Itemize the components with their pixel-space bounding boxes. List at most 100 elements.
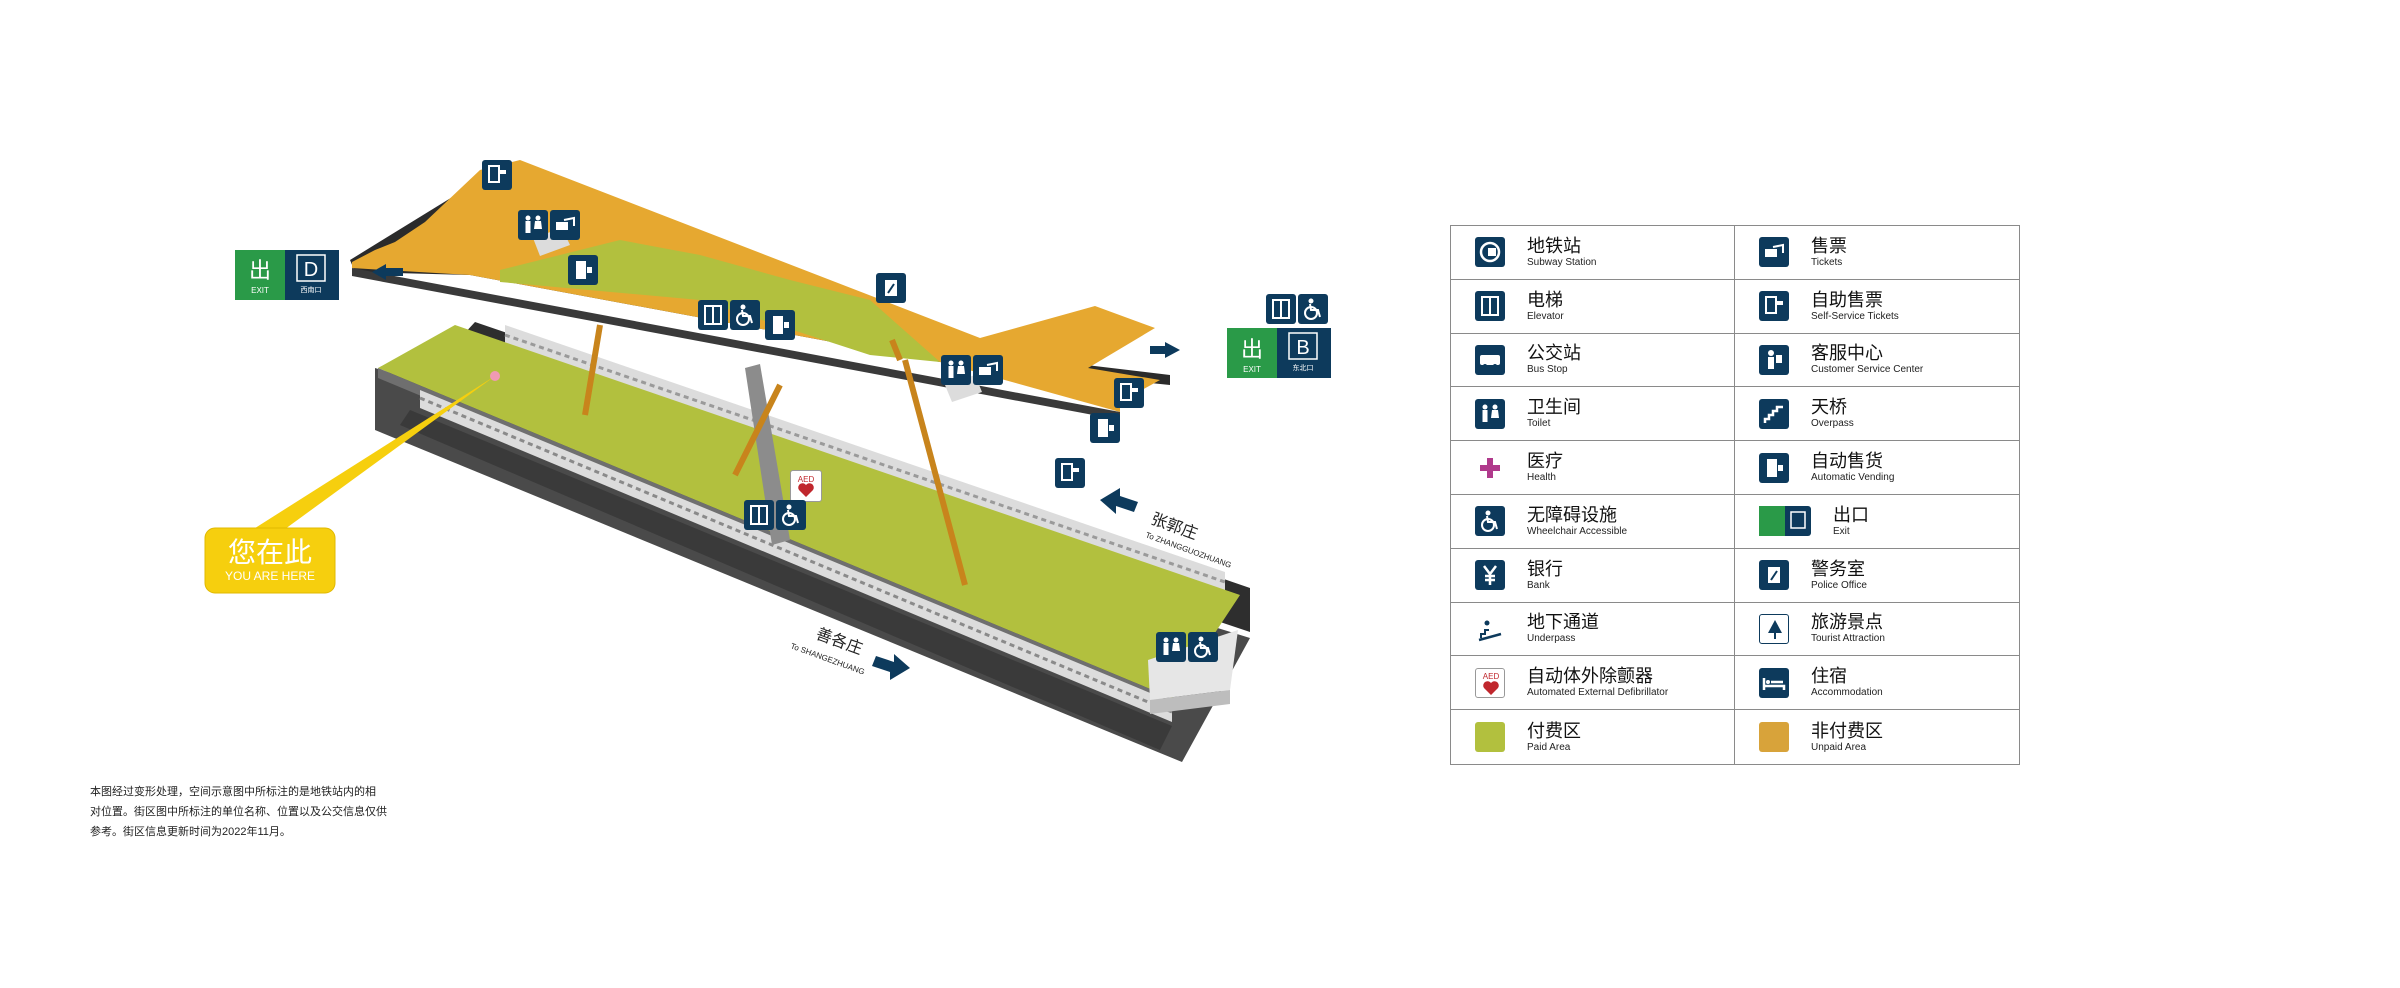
police-icon	[876, 273, 906, 303]
east-arrow	[1150, 342, 1180, 358]
unpaid-area-swatch	[1759, 722, 1789, 753]
legend-label-en: Paid Area	[1527, 741, 1571, 753]
legend-label-zh: 卫生间	[1527, 397, 1581, 418]
exit-b-en: EXIT	[1243, 365, 1261, 374]
tickets-icon	[550, 210, 580, 240]
legend-label-en: Unpaid Area	[1811, 741, 1867, 753]
track-bed-lower	[400, 410, 1172, 750]
legend-label-en: Police Office	[1811, 579, 1867, 591]
legend-label-zh: 银行	[1527, 558, 1563, 579]
legend-label-en: Elevator	[1527, 310, 1564, 322]
vending-icon-3	[1090, 413, 1120, 443]
legend-label-en: Tickets	[1811, 256, 1843, 268]
you-are-here-marker	[490, 371, 500, 381]
legend-label-zh: 旅游景点	[1811, 612, 1883, 633]
wheelchair-icon-4	[1188, 632, 1218, 662]
north-direction-arrow	[1100, 488, 1138, 514]
tickets-icon	[1759, 237, 1789, 268]
exit-b-sub-zh: 东北口	[1293, 363, 1314, 372]
exit-d-zh: 出	[249, 258, 271, 283]
legend-label-zh: 售票	[1811, 235, 1847, 256]
exit-icon	[1759, 506, 1811, 537]
exit-d-sign: 出 EXIT D 西南口	[235, 250, 339, 300]
legend-label-en: Automatic Vending	[1811, 472, 1895, 484]
legend-label-zh: 医疗	[1527, 451, 1563, 472]
legend-label-zh: 自动售货	[1811, 451, 1883, 472]
you-are-here-bubble	[204, 527, 336, 594]
legend-label-en: Overpass	[1811, 418, 1854, 430]
legend-label-zh: 付费区	[1527, 720, 1581, 741]
legend-label-en: Bus Stop	[1527, 364, 1568, 376]
aed-icon: AED	[790, 470, 822, 502]
train-upper	[504, 325, 1226, 592]
west-arrow	[372, 264, 403, 280]
elevator-icon	[1475, 291, 1505, 322]
legend-label-zh: 自动体外除颤器	[1527, 666, 1653, 687]
bank-icon	[1475, 560, 1505, 591]
legend-label-zh: 地铁站	[1527, 235, 1581, 256]
exit-b-zh: 出	[1241, 337, 1263, 362]
wheelchair-icon	[1475, 506, 1505, 537]
legend-label-en: Accommodation	[1811, 687, 1883, 699]
elevator-icon-2	[1266, 294, 1296, 324]
footnote-line: 本图经过变形处理，空间示意图中所标注的是地铁站内的相	[90, 786, 376, 798]
police-icon	[1759, 560, 1789, 591]
customer-service-icon	[1759, 344, 1789, 375]
self-service-tickets-icon-2	[1114, 378, 1144, 408]
train-lower	[419, 390, 1173, 722]
underpass-icon	[1475, 613, 1505, 644]
stairway-left	[582, 324, 603, 416]
exit-d-sub-zh: 西南口	[301, 285, 322, 294]
subway-station-icon	[1475, 237, 1505, 268]
vending-icon	[1759, 452, 1789, 483]
vending-icon-2	[765, 310, 795, 340]
stairway-center	[732, 383, 783, 477]
legend-label-en: Wheelchair Accessible	[1527, 525, 1628, 537]
legend-label-zh: 电梯	[1527, 289, 1563, 310]
legend-label-en: Subway Station	[1527, 256, 1597, 268]
legend-label-zh: 地下通道	[1527, 612, 1599, 633]
legend-label-en: Bank	[1527, 579, 1550, 591]
tickets-icon-2	[973, 355, 1003, 385]
footnote-line: 参考。街区信息更新时间为2022年11月。	[90, 826, 291, 838]
south-direction-arrow	[872, 654, 910, 680]
health-icon	[1475, 452, 1505, 483]
tourist-icon	[1759, 613, 1789, 644]
self-service-tickets-icon	[1759, 291, 1789, 322]
exit-d-en: EXIT	[251, 286, 269, 295]
legend-label-en: Automated External Defibrillator	[1527, 687, 1669, 699]
legend-label-zh: 客服中心	[1811, 343, 1883, 364]
footnote-line: 对位置。街区图中所标注的单位名称、位置以及公交信息仅供	[90, 806, 387, 818]
pillar	[745, 364, 790, 545]
wheelchair-icon-2	[1298, 294, 1328, 324]
aed-map-label: AED	[798, 475, 815, 484]
bus-stop-icon	[1475, 344, 1505, 375]
elevator-icon-3	[744, 500, 774, 530]
concourse-edge	[352, 268, 1120, 420]
footnote: 本图经过变形处理，空间示意图中所标注的是地铁站内的相 对位置。街区图中所标注的单…	[90, 782, 390, 842]
overpass-icon	[1759, 398, 1789, 429]
legend-label-zh: 住宿	[1811, 666, 1847, 687]
you-are-here-zh: 您在此	[228, 537, 312, 568]
toilet-icon	[518, 210, 548, 240]
wheelchair-icon	[730, 300, 760, 330]
legend-label-en: Tourist Attraction	[1811, 633, 1885, 645]
legend-label-en: Health	[1527, 472, 1556, 484]
elevator-icon	[698, 300, 728, 330]
